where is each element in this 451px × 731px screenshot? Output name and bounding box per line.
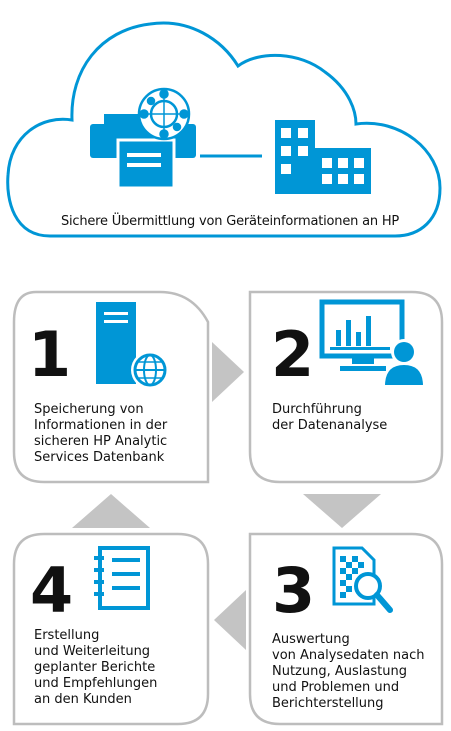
arrow-3-to-4	[214, 590, 246, 650]
step-3-line: und Problemen und	[272, 680, 400, 695]
cloud-caption: Sichere Übermittlung von Geräteinformati…	[60, 214, 400, 229]
server-globe-icon	[96, 302, 169, 389]
step-1-text: Speicherung von Informationen in der sic…	[34, 402, 167, 466]
step-4-line: an den Kunden	[34, 692, 132, 707]
step-1-line: Speicherung von	[34, 402, 144, 417]
step-4-line: Erstellung	[34, 628, 100, 643]
step-1-line: Informationen in der	[34, 418, 168, 433]
step-4-line: geplanter Berichte	[34, 660, 156, 675]
step-3-line: Auswertung	[272, 632, 350, 647]
step-3-number: 3	[272, 554, 315, 627]
step-1-box	[12, 290, 210, 484]
step-3-line: von Analysedaten nach	[272, 648, 425, 663]
step-1-line: sicheren HP Analytic	[34, 434, 168, 449]
step-2-number: 2	[271, 318, 314, 391]
step-1-number: 1	[28, 318, 71, 391]
step-2-box	[248, 290, 444, 484]
arrow-2-to-3	[303, 494, 381, 528]
step-1-line: Services Datenbank	[34, 450, 165, 465]
cloud-shape	[6, 21, 442, 238]
building-icon	[275, 120, 371, 194]
arrow-4-to-1	[72, 494, 150, 528]
step-4-line: und Weiterleitung	[34, 644, 151, 659]
step-2-line: der Datenanalyse	[272, 418, 388, 433]
step-3-box	[248, 532, 444, 726]
notepad-icon	[94, 546, 150, 610]
step-4-box	[12, 532, 210, 726]
monitor-chart-user-icon	[319, 299, 426, 387]
step-3-line: Nutzung, Auslastung	[272, 664, 407, 679]
network-globe-icon	[137, 87, 191, 141]
step-2-line: Durchführung	[272, 402, 362, 417]
step-4-line: und Empfehlungen	[34, 676, 158, 691]
step-2-text: Durchführung der Datenanalyse	[272, 402, 387, 434]
step-3-text: Auswertung von Analysedaten nach Nutzung…	[272, 632, 424, 712]
document-magnifier-icon	[332, 546, 393, 613]
step-4-number: 4	[30, 554, 73, 627]
step-3-line: Berichterstellung	[272, 696, 384, 711]
step-4-text: Erstellung und Weiterleitung geplanter B…	[34, 628, 157, 708]
arrow-1-to-2	[212, 342, 244, 402]
